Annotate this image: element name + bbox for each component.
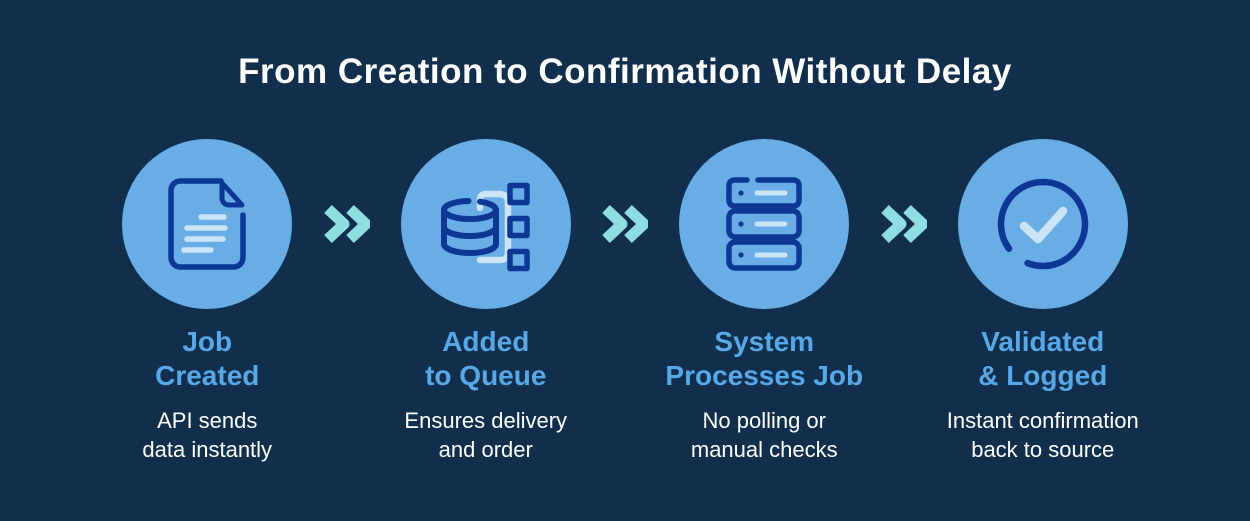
chevron-right-icon — [602, 204, 648, 244]
step-column-system-processes-job: System Processes Job No polling or manua… — [625, 139, 904, 464]
step-title: Job Created — [155, 326, 260, 391]
step-title: Validated & Logged — [978, 326, 1108, 391]
step-column-added-to-queue: Added to Queue Ensures delivery and orde… — [347, 139, 626, 464]
server-icon — [726, 177, 802, 271]
queue-icon — [440, 182, 530, 272]
step-column-validated-logged: Validated & Logged Instant confirmation … — [904, 139, 1183, 464]
document-icon — [168, 178, 246, 270]
step-circle — [122, 139, 293, 309]
chevron-right-icon — [324, 204, 370, 244]
step-description: Instant confirmation back to source — [946, 408, 1139, 462]
steps-row: Job Created API sends data instantly Add… — [68, 139, 1182, 464]
step-title: Added to Queue — [425, 326, 547, 391]
step-title: System Processes Job — [665, 326, 864, 391]
step-description: No polling or manual checks — [690, 408, 838, 462]
step-circle — [679, 139, 850, 309]
check-icon — [997, 178, 1088, 270]
step-column-job-created: Job Created API sends data instantly — [68, 139, 347, 464]
step-description: API sends data instantly — [142, 408, 273, 462]
chevron-right-icon — [881, 204, 927, 244]
step-circle — [400, 139, 571, 309]
infographic-title: From Creation to Confirmation Without De… — [238, 52, 1012, 91]
step-circle — [957, 139, 1128, 309]
step-description: Ensures delivery and order — [404, 408, 568, 462]
